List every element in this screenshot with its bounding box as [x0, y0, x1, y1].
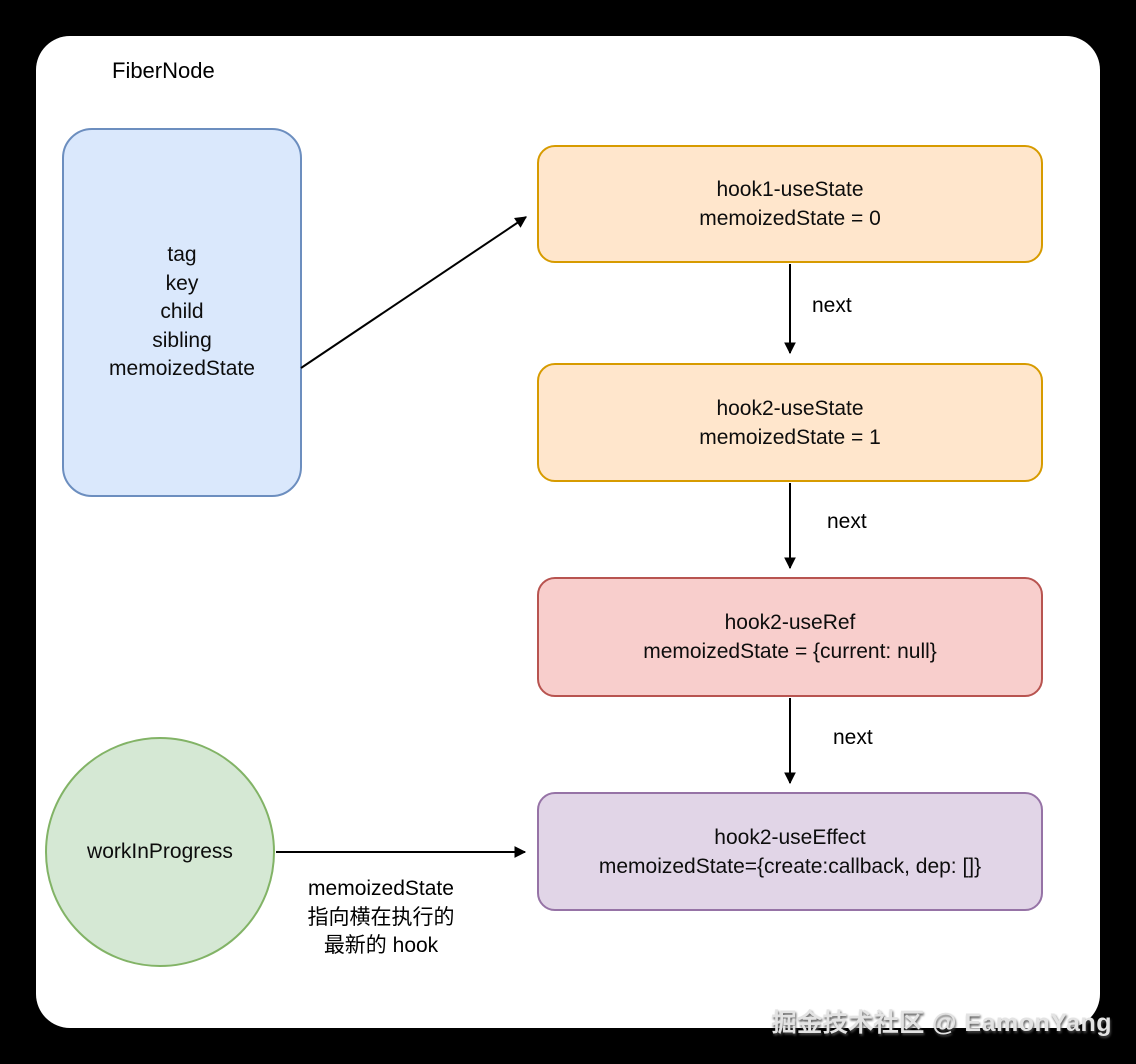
fiber-field-child: child — [160, 300, 204, 324]
watermark: 掘金技术社区 @ EamonYang — [771, 1009, 1112, 1037]
wip-annotation-line-1: memoizedState — [308, 877, 454, 900]
wip-annotation-line-3: 最新的 hook — [323, 934, 439, 957]
edge-label-next-3: next — [833, 726, 873, 749]
hook-node-4: hook2-useEffect memoizedState={create:ca… — [537, 792, 1043, 911]
hook-node-2-state: memoizedState = 1 — [699, 425, 881, 449]
hook-node-2: hook2-useState memoizedState = 1 — [537, 363, 1043, 482]
fiber-field-sibling: sibling — [152, 328, 212, 352]
hook-node-3-title: hook2-useRef — [724, 611, 856, 634]
work-in-progress-label: workInProgress — [87, 840, 233, 863]
edge-label-next-2: next — [827, 510, 867, 533]
wip-annotation: memoizedState 指向横在执行的 最新的 hook — [288, 875, 474, 961]
hook-node-1: hook1-useState memoizedState = 0 — [537, 145, 1043, 263]
edge-label-next-1: next — [812, 294, 852, 317]
hook-node-2-title: hook2-useState — [716, 396, 864, 420]
hook-node-3: hook2-useRef memoizedState = {current: n… — [537, 577, 1043, 697]
fiber-field-key: key — [165, 271, 199, 295]
hook-node-4-state: memoizedState={create:callback, dep: []} — [598, 854, 982, 878]
wip-annotation-line-2: 指向横在执行的 — [307, 905, 455, 929]
work-in-progress-node: workInProgress — [45, 737, 275, 967]
hook-node-3-state: memoizedState = {current: null} — [643, 640, 937, 663]
fiber-field-memoizedstate: memoizedState — [109, 357, 255, 381]
hook-node-1-title: hook1-useState — [716, 178, 864, 201]
hook-node-1-state: memoizedState = 0 — [699, 207, 881, 230]
diagram-title: FiberNode — [112, 58, 215, 83]
fiber-node-box: tag key child sibling memoizedState — [62, 128, 302, 497]
hook-node-4-title: hook2-useEffect — [714, 825, 866, 849]
fiber-field-tag: tag — [167, 243, 197, 267]
